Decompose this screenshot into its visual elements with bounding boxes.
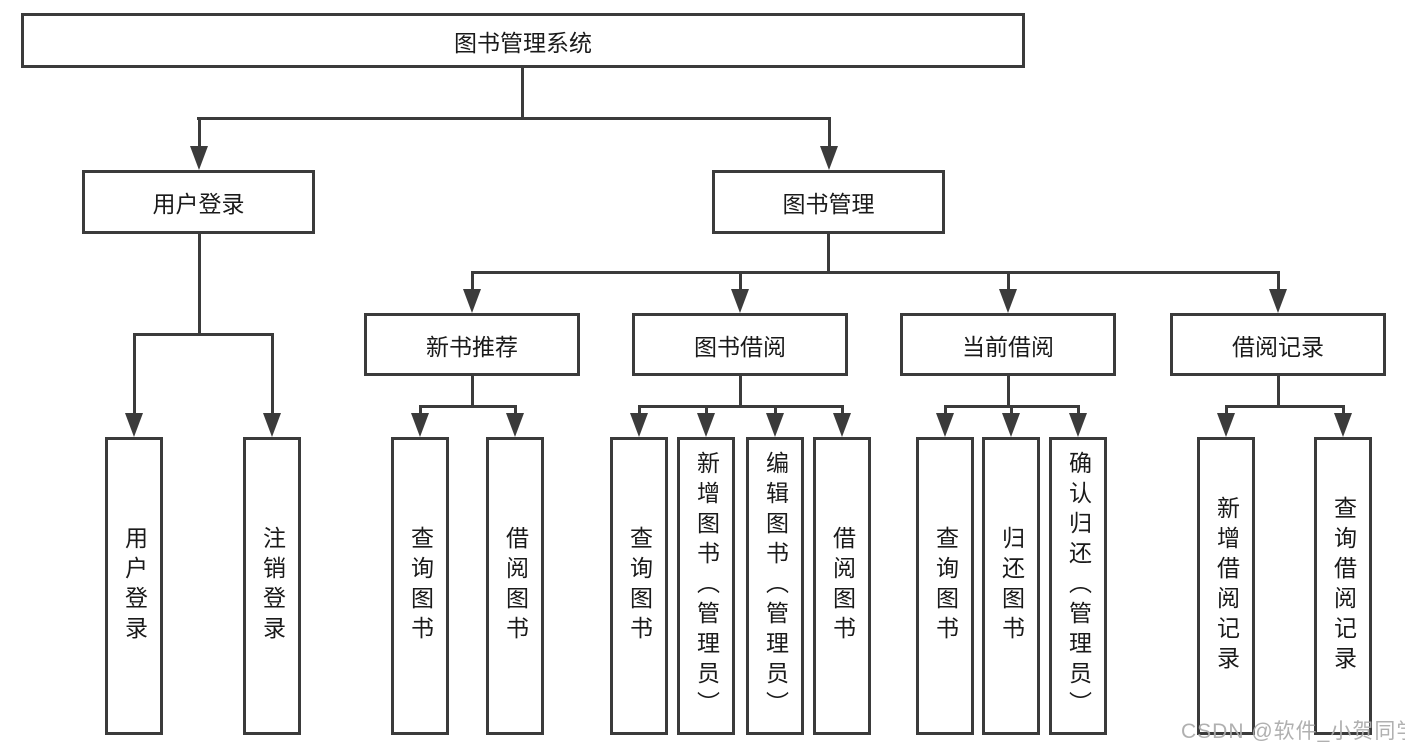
leaf-borrowing-query-books: 查询图书: [610, 437, 668, 735]
arrowhead-current-query: [936, 413, 954, 437]
connector-borrowing-drop-4: [841, 405, 844, 415]
arrowhead-borrowing-add: [697, 413, 715, 437]
connector-root-drop-right: [828, 117, 831, 147]
leaf-borrowing-add-books-admin: 新增图书（管理员）: [677, 437, 735, 735]
leaf-current-return-books: 归还图书: [982, 437, 1040, 735]
node-user-login: 用户登录: [82, 170, 315, 234]
arrowhead-current-confirm: [1069, 413, 1087, 437]
arrowhead-current-return: [1002, 413, 1020, 437]
connector-drop-recommend: [471, 271, 474, 291]
connector-recommend-drop-2: [514, 405, 517, 415]
connector-user-login-drop-1: [133, 333, 136, 413]
connector-records-drop-2: [1342, 405, 1345, 415]
connector-user-login-drop-2: [271, 333, 274, 413]
connector-records-stem: [1277, 374, 1280, 407]
connector-borrowing-bar: [638, 405, 844, 408]
arrowhead-borrowing-edit: [766, 413, 784, 437]
connector-root-stem: [521, 66, 524, 119]
connector-records-drop-1: [1225, 405, 1228, 415]
leaf-recommend-query-books: 查询图书: [391, 437, 449, 735]
node-borrowing-records: 借阅记录: [1170, 313, 1386, 376]
connector-root-bar: [197, 117, 831, 120]
connector-drop-current: [1007, 271, 1010, 291]
connector-root-drop-left: [198, 117, 201, 147]
connector-current-drop-2: [1010, 405, 1013, 415]
connector-drop-borrowing: [739, 271, 742, 291]
leaf-current-confirm-return-admin: 确认归还（管理员）: [1049, 437, 1107, 735]
arrowhead-recommend: [463, 289, 481, 313]
connector-recommend-bar: [419, 405, 517, 408]
node-new-book-recommendation: 新书推荐: [364, 313, 580, 376]
node-book-management: 图书管理: [712, 170, 945, 234]
leaf-logout: 注销登录: [243, 437, 301, 735]
connector-book-management-stem: [827, 232, 830, 274]
arrowhead-borrowing-borrow: [833, 413, 851, 437]
leaf-user-login: 用户登录: [105, 437, 163, 735]
node-book-borrowing: 图书借阅: [632, 313, 848, 376]
leaf-borrowing-borrow-books: 借阅图书: [813, 437, 871, 735]
connector-current-stem: [1007, 374, 1010, 407]
connector-records-bar: [1225, 405, 1345, 408]
connector-borrowing-drop-1: [638, 405, 641, 415]
leaf-records-query-record: 查询借阅记录: [1314, 437, 1372, 735]
connector-current-drop-1: [944, 405, 947, 415]
connector-borrowing-drop-3: [774, 405, 777, 415]
arrowhead-recommend-borrow: [506, 413, 524, 437]
leaf-recommend-borrow-books: 借阅图书: [486, 437, 544, 735]
arrowhead-user-login: [190, 146, 208, 170]
leaf-borrowing-edit-books-admin: 编辑图书（管理员）: [746, 437, 804, 735]
arrowhead-leaf-logout: [263, 413, 281, 437]
connector-borrowing-stem: [739, 374, 742, 407]
arrowhead-borrowing-query: [630, 413, 648, 437]
leaf-current-query-books: 查询图书: [916, 437, 974, 735]
leaf-records-add-record: 新增借阅记录: [1197, 437, 1255, 735]
connector-user-login-bar: [133, 333, 274, 336]
connector-recommend-stem: [471, 374, 474, 407]
arrowhead-recommend-query: [411, 413, 429, 437]
arrowhead-book-management: [820, 146, 838, 170]
connector-recommend-drop-1: [419, 405, 422, 415]
connector-drop-records: [1277, 271, 1280, 291]
arrowhead-current: [999, 289, 1017, 313]
connector-borrowing-drop-2: [705, 405, 708, 415]
arrowhead-leaf-login: [125, 413, 143, 437]
node-system-root: 图书管理系统: [21, 13, 1025, 68]
arrowhead-borrowing: [731, 289, 749, 313]
connector-user-login-stem: [198, 232, 201, 335]
csdn-watermark: CSDN @软件_小贺同学: [1181, 720, 1405, 743]
arrowhead-records: [1269, 289, 1287, 313]
connector-book-management-bar: [471, 271, 1279, 274]
connector-current-drop-3: [1077, 405, 1080, 415]
arrowhead-records-query: [1334, 413, 1352, 437]
arrowhead-records-add: [1217, 413, 1235, 437]
node-current-borrowing: 当前借阅: [900, 313, 1116, 376]
